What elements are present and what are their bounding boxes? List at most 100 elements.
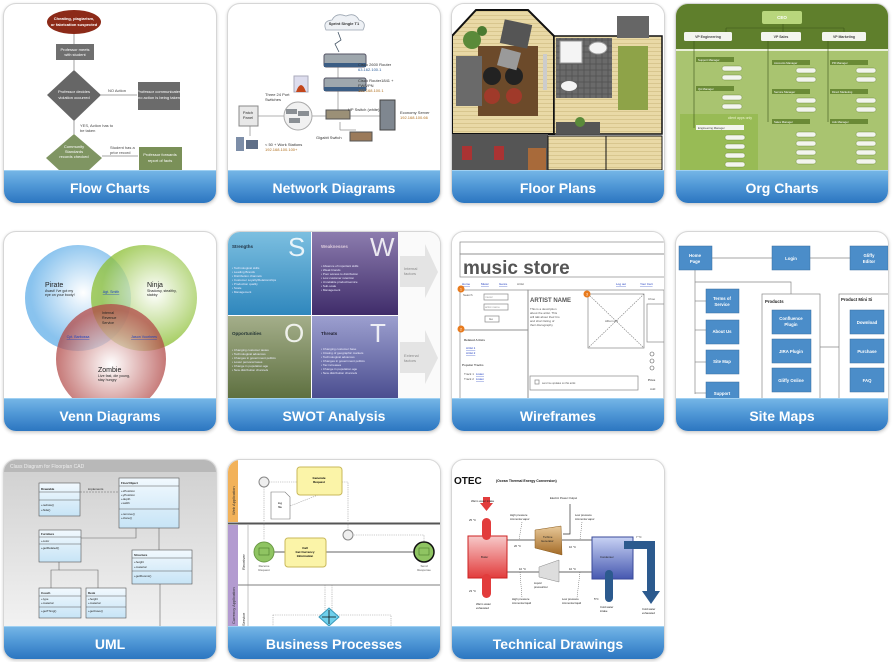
drawing-label: 10 °C (569, 567, 576, 571)
uml-class-name: FloorObject (121, 481, 138, 485)
uml-member: +material (134, 565, 147, 569)
wireframe-text: about the artist. This (530, 311, 558, 315)
tile-uml[interactable]: Class Diagram for Floorplan CAD Drawable… (3, 459, 217, 660)
technical-drawing-thumbnail: OTEC (Ocean Thermal Energy Conversion) W… (452, 460, 664, 626)
drawing-label: 10 °C (519, 567, 526, 571)
task-label: Request (313, 480, 325, 484)
drawing-label: Turbine (543, 535, 553, 539)
venn-link[interactable]: Jason Voorhees (131, 335, 157, 339)
swot-item: • Low customer retention (321, 276, 354, 280)
wireframe-link[interactable]: Genre (499, 282, 508, 286)
swot-heading: Opportunities (232, 331, 262, 336)
uml-member: +getRelated() (41, 546, 59, 550)
swot-item: • New distribution channels (232, 368, 269, 372)
venn-label: Ninja (147, 282, 163, 289)
tile-wireframes[interactable]: music store Home Music Genre Log out You… (451, 231, 665, 432)
task-label: Get Currency (295, 550, 314, 554)
drawing-title: OTEC (454, 476, 482, 487)
sitemap-group: Product Mini Si (841, 297, 872, 302)
wireframe-link[interactable]: Music (481, 282, 489, 286)
swot-item: • Technological skills (232, 266, 260, 270)
venn-link[interactable]: Agt. Smith (103, 290, 120, 294)
wireframe-link[interactable]: Artist 1 (466, 346, 476, 350)
sitemap-node: Plugin (784, 322, 798, 327)
swot-item: • Management (232, 290, 252, 294)
drawing-label: 25 °C (469, 518, 476, 522)
uml-class-name: Drawable (41, 487, 55, 491)
org-label: Service Manager (774, 90, 795, 94)
sitemap-node: Login (785, 256, 797, 261)
sitemap-node: Home (689, 253, 702, 258)
tile-swot-analysis[interactable]: S W O T Strengths Weaknesses Opportuniti… (227, 231, 441, 432)
add-button[interactable]: Add (650, 387, 656, 391)
uml-member: +yPosition (121, 493, 135, 497)
swot-item: • Absence of important skills (321, 264, 359, 268)
task-label: Call (302, 546, 308, 550)
flow-label: Professor communicates (137, 89, 181, 94)
tile-site-maps[interactable]: Home Page Login Gliffy Editor Terms of S… (675, 231, 889, 432)
wireframe-link[interactable]: Home (462, 282, 470, 286)
drawing-label: Cold water (600, 605, 613, 609)
org-label: Direct Marketing (832, 90, 853, 94)
tile-venn-diagrams[interactable]: Pirate Avast! I've got my eye on your bo… (3, 231, 217, 432)
wireframe-text: will talk about their bio (530, 315, 560, 319)
tile-title: Site Maps (676, 398, 888, 431)
lane-label: Currency Application (231, 587, 236, 624)
uml-member: +height (134, 560, 144, 564)
tile-floor-plans[interactable]: Floor Plans (451, 3, 665, 204)
swot-item: • Sub-scale (321, 284, 337, 288)
tile-org-charts[interactable]: client apps only CEO VP Engineering VP S… (675, 3, 889, 204)
drawing-label: Ammonia vapor (510, 517, 530, 521)
tile-title: Flow Charts (4, 170, 216, 203)
doc-label: file (278, 505, 282, 509)
tile-flow-charts[interactable]: Cheating, plagiarism, or fabrication sus… (3, 3, 217, 204)
org-label: Accounts Manager (774, 61, 797, 65)
swot-item: • New distribution channels (321, 371, 358, 375)
flow-label: or fabrication suspected (51, 22, 98, 27)
network-label: FW/VPN (358, 83, 374, 88)
uml-member: +remove() (121, 512, 135, 516)
wireframe-link[interactable]: Listen (476, 377, 484, 381)
swot-heading: Threats (321, 331, 338, 336)
uml-title: Class Diagram for Floorplan CAD (10, 464, 85, 470)
wireframe-link[interactable]: Your Cart (640, 282, 653, 286)
flow-label: be taken (80, 128, 95, 133)
swot-item: • Customer Loyalty/Relationships (232, 278, 277, 282)
wireframe-link[interactable]: Artist 2 (466, 351, 476, 355)
venn-label: Service (102, 321, 114, 325)
drawing-label: exhausted (476, 606, 489, 610)
callout-badge: 3 (586, 292, 588, 296)
swot-label: Internal (404, 266, 417, 271)
tile-business-processes[interactable]: Web Application Currency Application Rec… (227, 459, 441, 660)
tile-technical-drawings[interactable]: OTEC (Ocean Thermal Energy Conversion) W… (451, 459, 665, 660)
network-label: Economy Server (400, 110, 430, 115)
wireframe-link[interactable]: Log out (616, 282, 626, 286)
search-dropdown[interactable]: music (485, 295, 493, 299)
venn-label: Revenue (102, 316, 116, 320)
artist-input[interactable]: artist name (485, 305, 500, 309)
venn-link[interactable]: Cpt. Barbossa (67, 335, 90, 339)
venn-label: Zombie (98, 367, 121, 374)
network-label: Cisco Router1841 + (358, 78, 394, 83)
tile-network-diagrams[interactable]: Sprint Single T1 Cisco 2600 Router 63.16… (227, 3, 441, 204)
flow-label: with student (64, 52, 86, 57)
tile-title: Business Processes (228, 626, 440, 659)
venn-label: Pirate (45, 282, 63, 289)
wireframe-text: Album Art (605, 319, 618, 323)
network-label: 192.168.100.100+ (265, 147, 298, 152)
tile-title: Floor Plans (452, 170, 664, 203)
swot-label: factors (404, 358, 416, 363)
go-button[interactable]: Go (489, 317, 493, 321)
sitemap-node: Page (690, 259, 701, 264)
network-label: Gigabit Switch (316, 135, 342, 140)
org-label: Support Manager (698, 58, 720, 62)
updates-checkbox[interactable]: send me updates on this artist (542, 382, 576, 385)
swot-item: • Technological advances (232, 352, 266, 356)
wireframe-link[interactable]: Listen (476, 372, 484, 376)
swot-item: • Unreliable product/service (321, 280, 358, 284)
flow-label: Professor meets (60, 47, 89, 52)
network-label: Sprint Single T1 (329, 21, 360, 26)
swot-item: • Scale (232, 286, 242, 290)
flow-chart-thumbnail: Cheating, plagiarism, or fabrication sus… (4, 4, 216, 170)
drawing-label: pressurizer (534, 585, 548, 589)
